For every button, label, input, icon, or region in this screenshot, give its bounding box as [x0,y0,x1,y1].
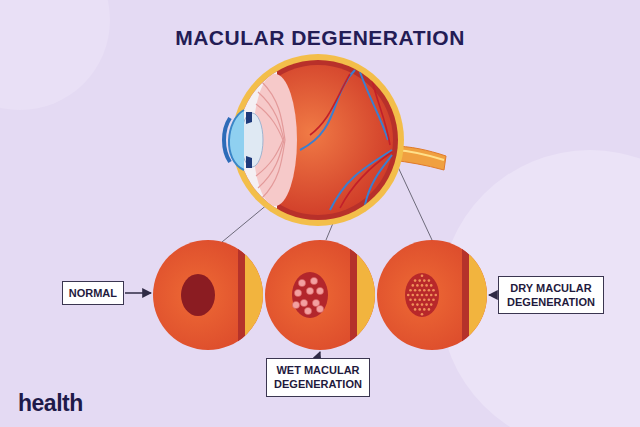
callout-arrow [489,294,497,295]
title: MACULAR DEGENERATION [175,26,465,50]
label-text: NORMAL [69,286,117,300]
label-text: WET MACULAR DEGENERATION [273,363,363,392]
label-box: WET MACULAR DEGENERATION [266,358,370,397]
callout-arrow [125,292,151,293]
bg-circle [0,0,110,110]
label-box: DRY MACULAR DEGENERATION [498,276,604,315]
callout-arrow [318,352,320,357]
brand-logo: health [18,390,83,417]
label-text: DRY MACULAR DEGENERATION [505,281,597,310]
macula-wet [265,235,387,355]
eye-illustration [224,54,446,226]
macula-dry [377,235,499,355]
macula-normal [153,235,275,355]
bg-circle [440,150,640,427]
label-box: NORMAL [62,281,124,305]
